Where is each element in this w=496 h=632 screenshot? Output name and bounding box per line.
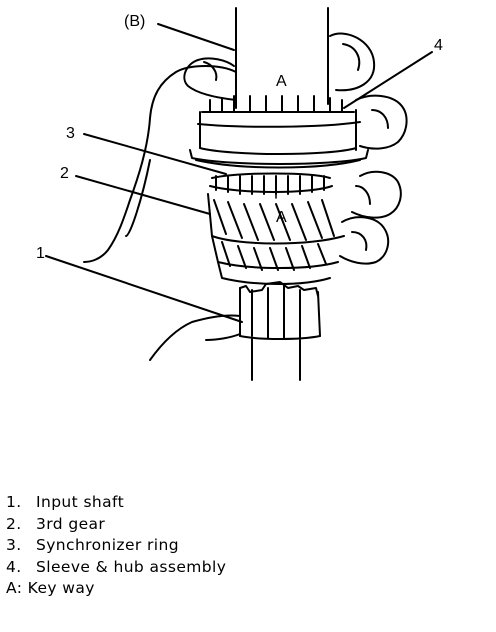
legend-text: Input shaft <box>36 493 125 511</box>
legend-number: 1. <box>6 493 22 511</box>
leader-1 <box>45 255 243 323</box>
sleeve-hub-assembly <box>189 95 369 169</box>
callout-3: 3 <box>66 125 75 142</box>
left-hand <box>83 57 237 263</box>
callout-b: (B) <box>124 13 145 30</box>
callout-keyway-lower: A <box>276 209 287 226</box>
leader-3 <box>83 133 227 175</box>
legend-text: Sleeve & hub assembly <box>36 557 227 576</box>
legend: 1. Input shaft 2. 3rd gear 3. Synchronizer … <box>6 492 490 600</box>
leader-b <box>157 23 235 51</box>
lower-hand <box>149 314 301 381</box>
callout-4: 4 <box>434 37 443 54</box>
callout-1: 1 <box>36 245 45 262</box>
input-shaft-spline <box>239 281 321 340</box>
exploded-assembly-figure: (B) 4 3 2 1 A A <box>36 7 443 381</box>
legend-text: 3rd gear <box>36 514 106 533</box>
right-thumb-upper <box>329 32 376 92</box>
legend-text: Synchronizer ring <box>36 536 179 554</box>
third-gear <box>207 193 345 285</box>
legend-number: 3. <box>6 536 22 554</box>
legend-item: 4. Sleeve & hub assembly <box>6 557 490 579</box>
input-shaft-upper <box>235 7 329 109</box>
legend-item: 1. Input shaft <box>6 492 490 514</box>
legend-key: A: Key way <box>6 579 95 597</box>
legend-number: 2. <box>6 514 22 533</box>
callout-2: 2 <box>60 165 69 182</box>
synchronizer-ring <box>209 172 333 195</box>
legend-item: 3. Synchronizer ring <box>6 535 490 557</box>
legend-number: 4. <box>6 557 22 576</box>
legend-item: 2. 3rd gear <box>6 514 490 536</box>
leader-lines <box>45 23 433 323</box>
leader-4 <box>343 51 433 109</box>
leader-2 <box>75 175 211 215</box>
right-hand <box>339 94 408 265</box>
callout-keyway-upper: A <box>276 73 287 90</box>
